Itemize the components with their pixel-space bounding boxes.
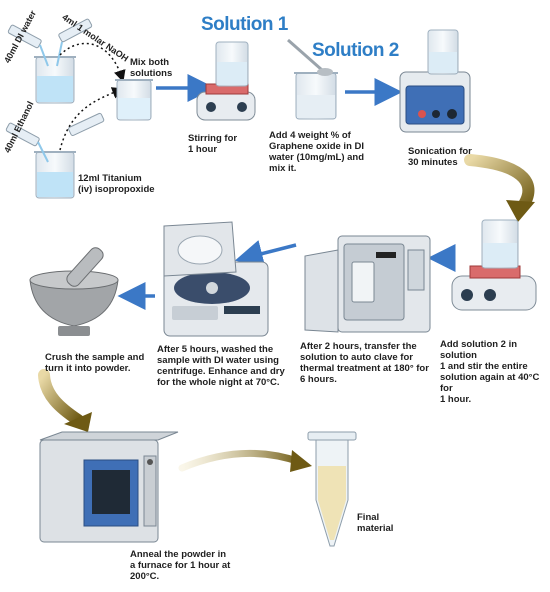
arrow-furnace-to-tube [178,449,304,472]
label-titanium: 12ml Titanium (iv) isopropoxide [78,173,155,195]
autoclave [304,235,431,333]
graphene-beaker [294,72,338,120]
dotted-arrow-upper [59,42,126,83]
sonicator [399,29,471,133]
heading-solution-2: Solution 2 [312,40,399,61]
label-sonication: Sonication for 30 minutes [408,146,472,168]
pour-tube-ethanol [5,122,49,163]
pour-tube-right [56,18,93,67]
label-stirring: Stirring for 1 hour [188,133,238,155]
final-tube [307,431,357,547]
curved-arrow-left [38,369,84,426]
di-water-beaker [34,56,76,104]
label-graphene: Add 4 weight % of Graphene oxide in DI w… [269,130,365,174]
magnetic-stirrer-2 [451,219,537,311]
pour-tube-left [7,24,49,67]
ethanol-beaker [34,151,76,199]
heading-solution-1: Solution 1 [201,14,288,35]
mixing-beaker [115,79,153,121]
titanium-tube [68,112,105,136]
label-final-material: Final material [357,512,394,534]
arrow-autoclave-to-centrifuge [234,240,297,268]
label-autoclave: After 2 hours, transfer the solution to … [300,341,429,385]
furnace [39,431,179,543]
spatula [287,38,333,76]
centrifuge [163,221,269,337]
label-anneal: Anneal the powder in a furnace for 1 hou… [130,549,231,582]
label-mix-both: Mix both solutions [130,57,173,79]
magnetic-stirrer-1 [196,41,256,121]
dotted-arrow-lower [59,87,125,151]
label-add-solution-2: Add solution 2 in solution 1 and stir th… [440,339,540,405]
mortar-and-pestle [29,247,119,336]
label-centrifuge: After 5 hours, washed the sample with DI… [157,344,285,388]
label-crush: Crush the sample and turn it into powder… [45,352,145,374]
